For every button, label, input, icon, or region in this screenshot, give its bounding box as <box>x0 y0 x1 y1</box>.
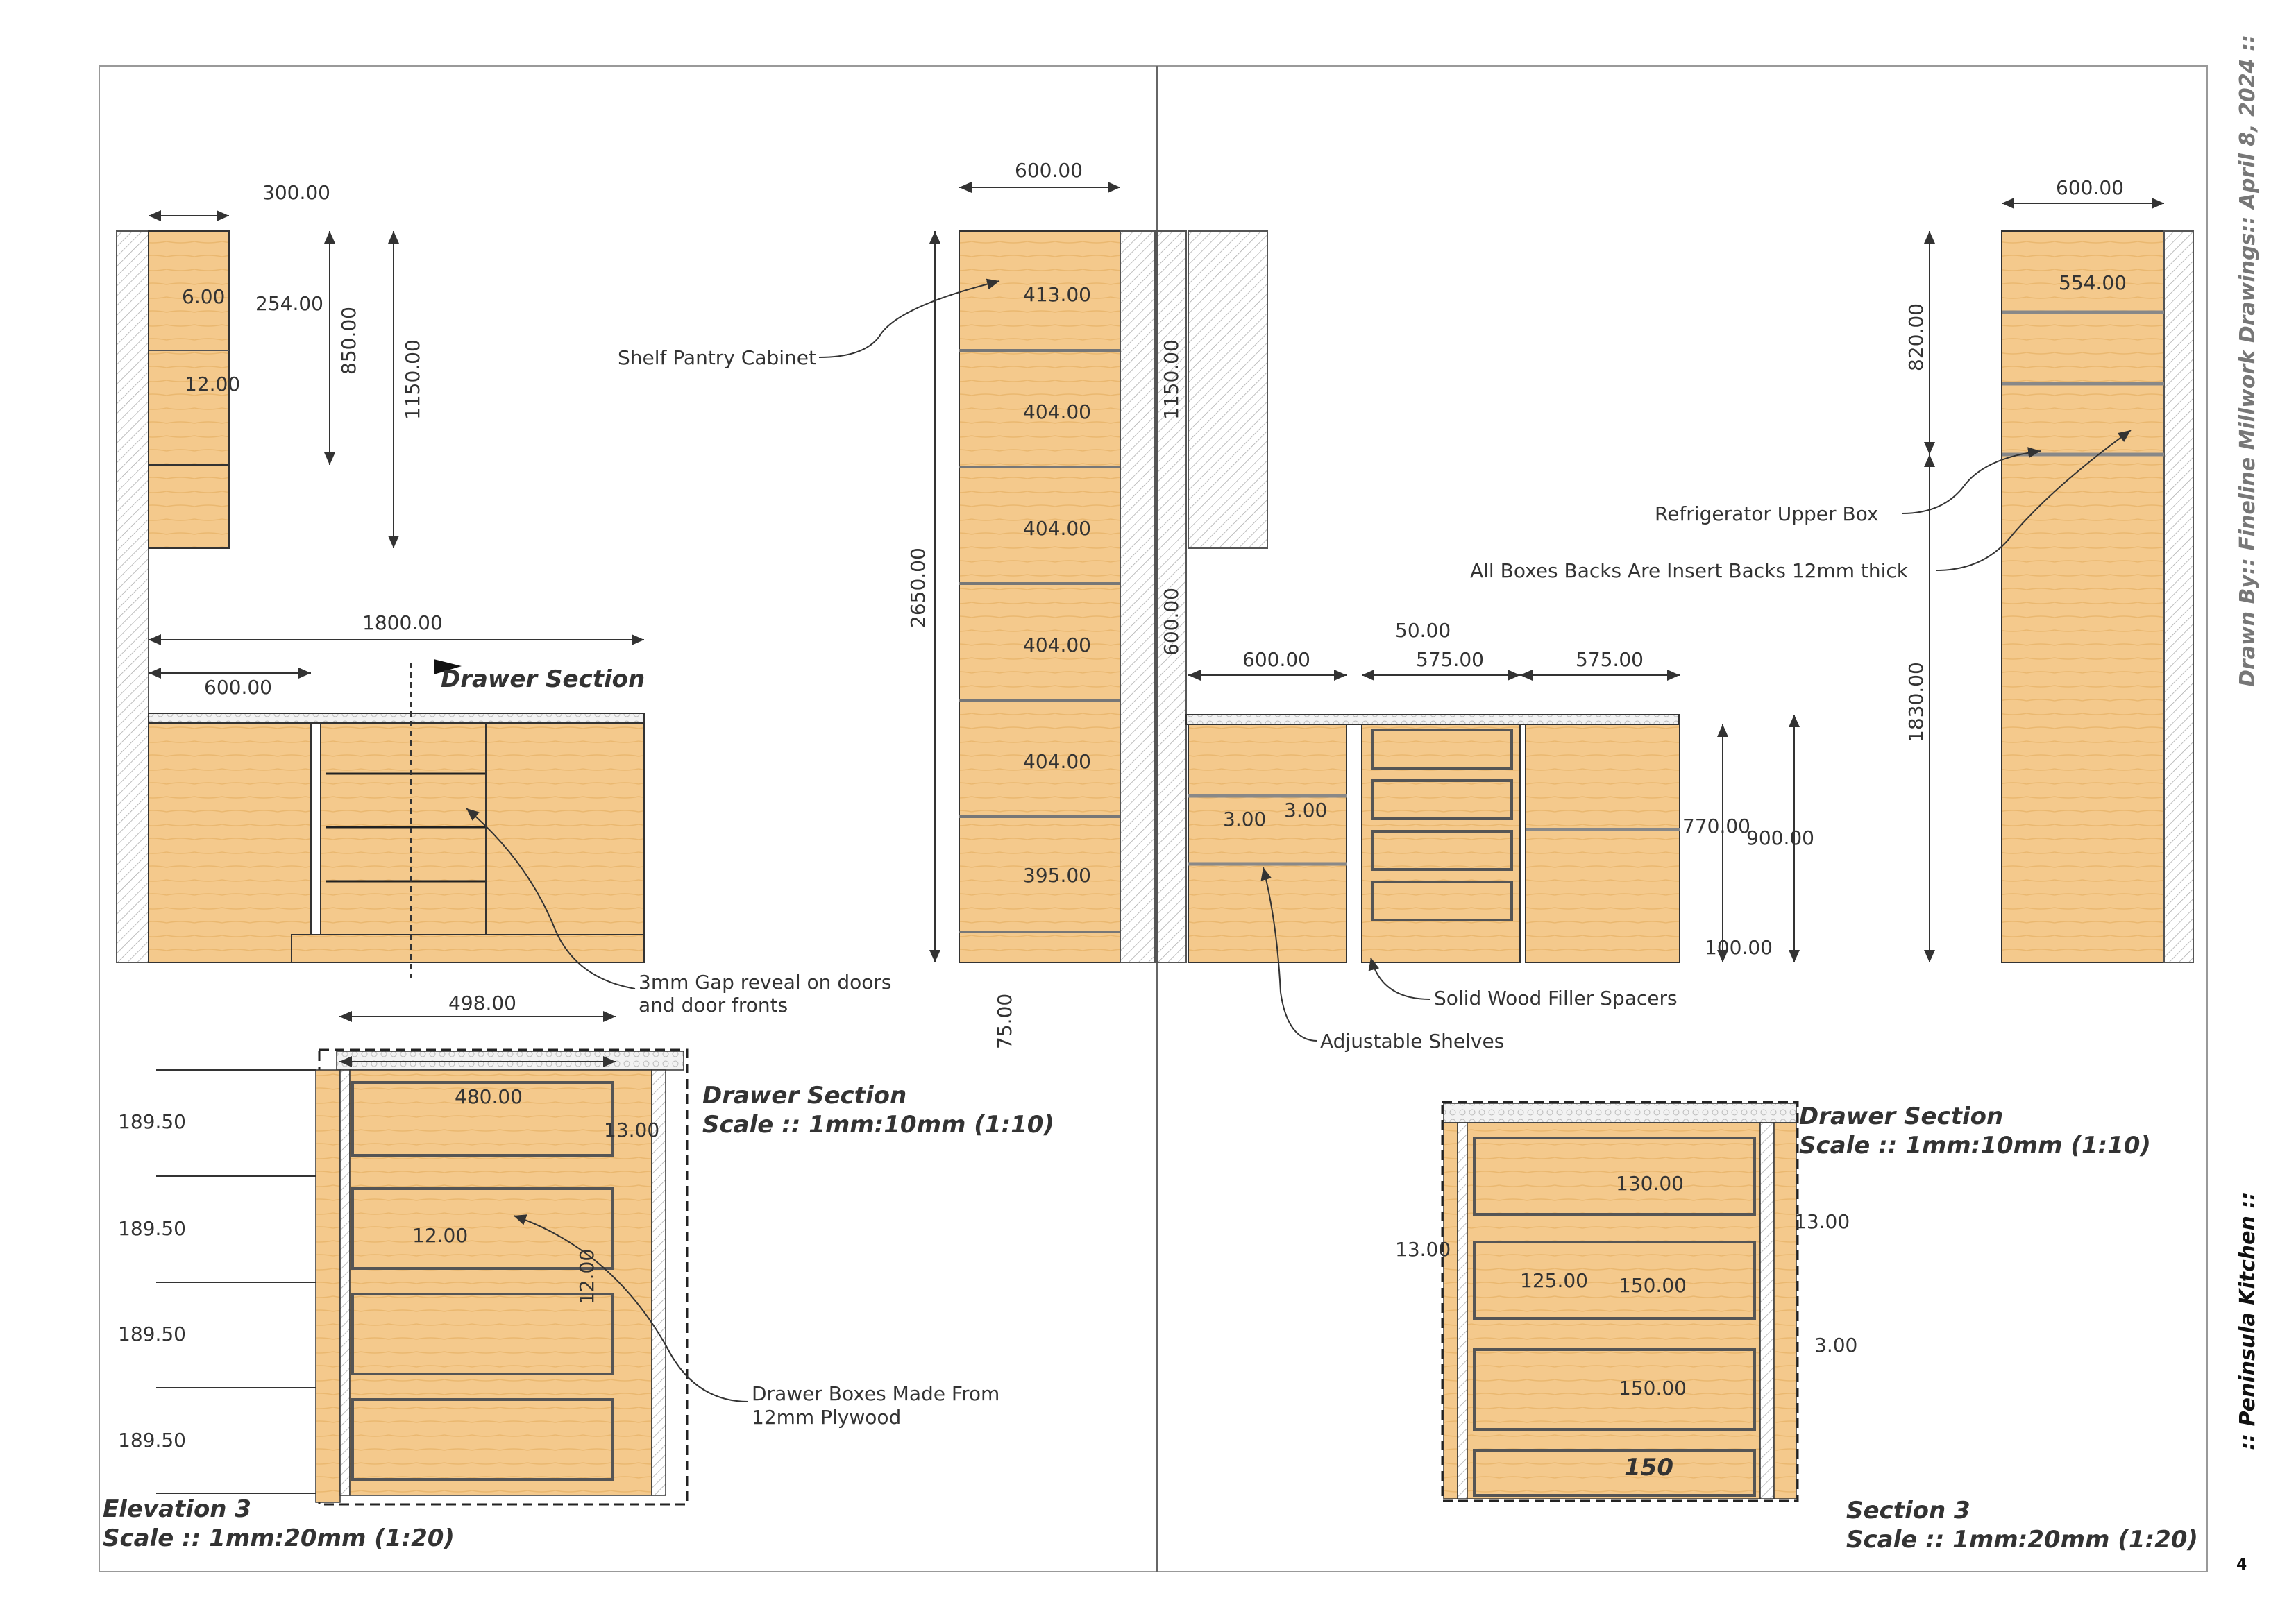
dim-1800: 1800.00 <box>362 611 443 634</box>
note-insert-backs: All Boxes Backs Are Insert Backs 12mm th… <box>1470 559 1909 582</box>
dim-498: 498.00 <box>448 992 516 1014</box>
dim-300: 300.00 <box>262 181 330 204</box>
dim-12-a: 12.00 <box>412 1224 468 1247</box>
refrigerator-box <box>2001 230 2165 963</box>
dim-150-a: 150.00 <box>1619 1274 1687 1297</box>
dim-h-2: 189.50 <box>118 1217 186 1240</box>
dim-3-b: 3.00 <box>1284 799 1327 822</box>
base-drawer-bank <box>320 722 487 935</box>
shelf-395: 395.00 <box>1023 864 1091 887</box>
section-3-view: 1150.00 600.00 600.00 50.00 575.00 575.0… <box>1156 176 2198 1554</box>
note-solid-wood: Solid Wood Filler Spacers <box>1434 987 1678 1010</box>
page-number: 4 <box>2236 1556 2247 1574</box>
drawer-section-left-title: Drawer Section <box>702 1082 906 1110</box>
dim-2650: 2650.00 <box>906 547 929 628</box>
base-cabinet-left <box>148 722 312 963</box>
elevation-title: Elevation 3 <box>103 1495 251 1523</box>
dim-h-4: 189.50 <box>118 1429 186 1452</box>
shelf-413: 413.00 <box>1023 283 1091 306</box>
tall-pantry-cabinet <box>959 230 1121 963</box>
section-title: Section 3 <box>1846 1497 1970 1524</box>
dim-75: 75.00 <box>993 994 1016 1049</box>
dim-13-b: 13.00 <box>1794 1210 1850 1233</box>
dim-13-a: 13.00 <box>1395 1238 1451 1261</box>
note-drawer-boxes-1: Drawer Boxes Made From <box>752 1382 999 1405</box>
drawer-section-right-scale: Scale :: 1mm:10mm (1:10) <box>1799 1132 2151 1159</box>
dim-h-1: 189.50 <box>118 1110 186 1133</box>
dim-section-600: 600.00 <box>1242 648 1310 671</box>
dim-254: 254.00 <box>255 292 323 315</box>
dim-600-vertical: 600.00 <box>1160 588 1183 656</box>
drawer-section-marker: Drawer Section <box>441 665 645 693</box>
dim-13: 13.00 <box>604 1119 659 1141</box>
dim-upper-1150: 1150.00 <box>1160 339 1183 420</box>
dim-6: 6.00 <box>182 285 225 308</box>
dim-770: 770.00 <box>1682 815 1750 838</box>
dim-554: 554.00 <box>2059 271 2127 294</box>
base-counter <box>148 713 645 724</box>
dim-ref-width: 600.00 <box>2056 176 2124 199</box>
dim-150-b: 150.00 <box>1619 1377 1687 1400</box>
dim-850: 850.00 <box>337 307 360 375</box>
section-drawers <box>1361 724 1521 963</box>
section-cabinet-right <box>1525 724 1680 963</box>
sheet-border <box>99 65 2208 1572</box>
project-title: :: Peninsula Kitchen :: <box>2236 1192 2260 1450</box>
section-scale: Scale :: 1mm:20mm (1:20) <box>1846 1526 2198 1554</box>
dim-3: 3.00 <box>1814 1334 1857 1357</box>
drawer-section-right-view: 130.00 13.00 13.00 125.00 150.00 3.00 15… <box>1395 1101 2151 1502</box>
dim-1150: 1150.00 <box>401 339 424 420</box>
wall-left <box>116 230 149 963</box>
drawer-section-left-scale: Scale :: 1mm:10mm (1:10) <box>702 1111 1054 1139</box>
drawer-section-left-view: 498.00 480.00 13.00 12.00 12.00 189.50 1… <box>118 992 1054 1506</box>
note-adjustable: Adjustable Shelves <box>1320 1030 1504 1053</box>
section-cabinet-left <box>1188 724 1347 963</box>
dim-900: 900.00 <box>1746 826 1814 849</box>
note-shelf-pantry: Shelf Pantry Cabinet <box>618 346 816 369</box>
elevation-3-view: Drawer Section 300.00 6.00 254.00 12.00 … <box>103 159 1156 1552</box>
dim-12: 12.00 <box>185 373 240 396</box>
dim-50: 50.00 <box>1395 619 1451 642</box>
drawn-by-title: Drawn By:: Fineline Millwork Drawings:: … <box>2236 35 2260 687</box>
elevation-scale: Scale :: 1mm:20mm (1:20) <box>103 1524 455 1552</box>
dim-100: 100.00 <box>1705 936 1773 959</box>
dim-12-b: 12.00 <box>575 1249 598 1305</box>
dim-600: 600.00 <box>204 676 272 699</box>
dim-575-a: 575.00 <box>1416 648 1484 671</box>
dim-130: 130.00 <box>1616 1172 1684 1195</box>
dim-150-big: 150 <box>1624 1454 1673 1481</box>
upper-box-section <box>1188 230 1268 549</box>
shelf-404-4: 404.00 <box>1023 750 1091 773</box>
dim-3-a: 3.00 <box>1223 808 1266 831</box>
drawer-section-right-title: Drawer Section <box>1799 1103 2003 1130</box>
note-gap-reveal-1: 3mm Gap reveal on doors <box>639 971 891 994</box>
dim-h-3: 189.50 <box>118 1323 186 1345</box>
shelf-404-2: 404.00 <box>1023 517 1091 540</box>
dim-tall-width: 600.00 <box>1015 159 1083 182</box>
shelf-404-3: 404.00 <box>1023 634 1091 656</box>
dim-820: 820.00 <box>1905 303 1927 371</box>
note-drawer-boxes-2: 12mm Plywood <box>752 1406 901 1429</box>
note-gap-reveal-2: and door fronts <box>639 994 788 1017</box>
dim-575-b: 575.00 <box>1576 648 1644 671</box>
upper-cabinet <box>148 230 230 549</box>
note-ref-upper: Refrigerator Upper Box <box>1655 502 1879 525</box>
base-cabinet-right <box>485 722 645 935</box>
dim-125: 125.00 <box>1520 1269 1588 1292</box>
dim-480: 480.00 <box>455 1085 523 1108</box>
dim-1830: 1830.00 <box>1905 662 1927 742</box>
shelf-404-1: 404.00 <box>1023 400 1091 423</box>
